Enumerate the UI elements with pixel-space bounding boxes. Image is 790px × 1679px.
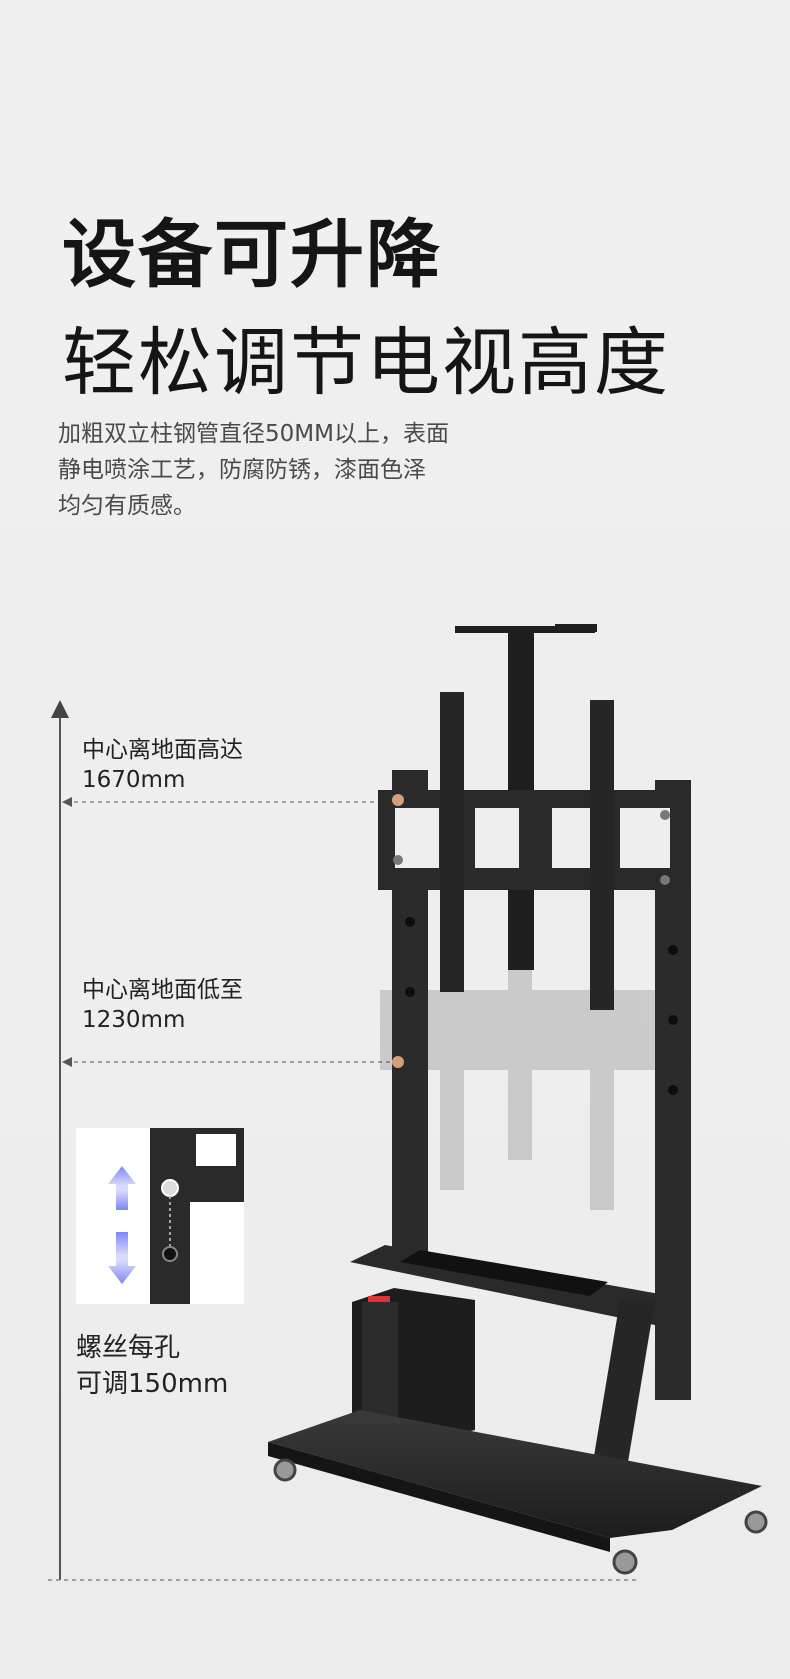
stand-base [268,1410,768,1575]
low-marker-line [62,1057,395,1067]
down-arrow-icon [108,1232,136,1284]
max-height-label: 中心离地面高达 1670mm [82,735,243,795]
hole-adjust-caption: 螺丝每孔 [76,1333,181,1363]
description-line: 加粗双立柱钢管直径50MM以上，表面 [58,421,449,447]
product-description: 加粗双立柱钢管直径50MM以上，表面 静电喷涂工艺，防腐防锈，漆面色泽 均匀有质… [58,416,518,524]
hole-adjust-value: 可调150mm [76,1369,229,1399]
height-axis [48,700,640,1581]
up-arrow-icon [108,1166,136,1210]
max-height-value: 1670mm [82,767,186,793]
high-marker-line [62,797,395,807]
tv-mount-bracket [378,692,690,1068]
min-height-value: 1230mm [82,1007,186,1033]
description-line: 静电喷涂工艺，防腐防锈，漆面色泽 [58,457,426,483]
min-height-label: 中心离地面低至 1230mm [82,975,243,1035]
keyboard-shelf [350,1245,682,1480]
hole-adjust-label: 螺丝每孔 可调150mm [76,1330,228,1402]
hole-detail-inset [76,1128,244,1304]
page-subtitle: 轻松调节电视高度 [62,320,670,406]
min-height-caption: 中心离地面低至 [82,977,243,1003]
page-title: 设备可升降 [62,212,442,298]
max-height-caption: 中心离地面高达 [82,737,243,763]
description-line: 均匀有质感。 [58,493,196,519]
